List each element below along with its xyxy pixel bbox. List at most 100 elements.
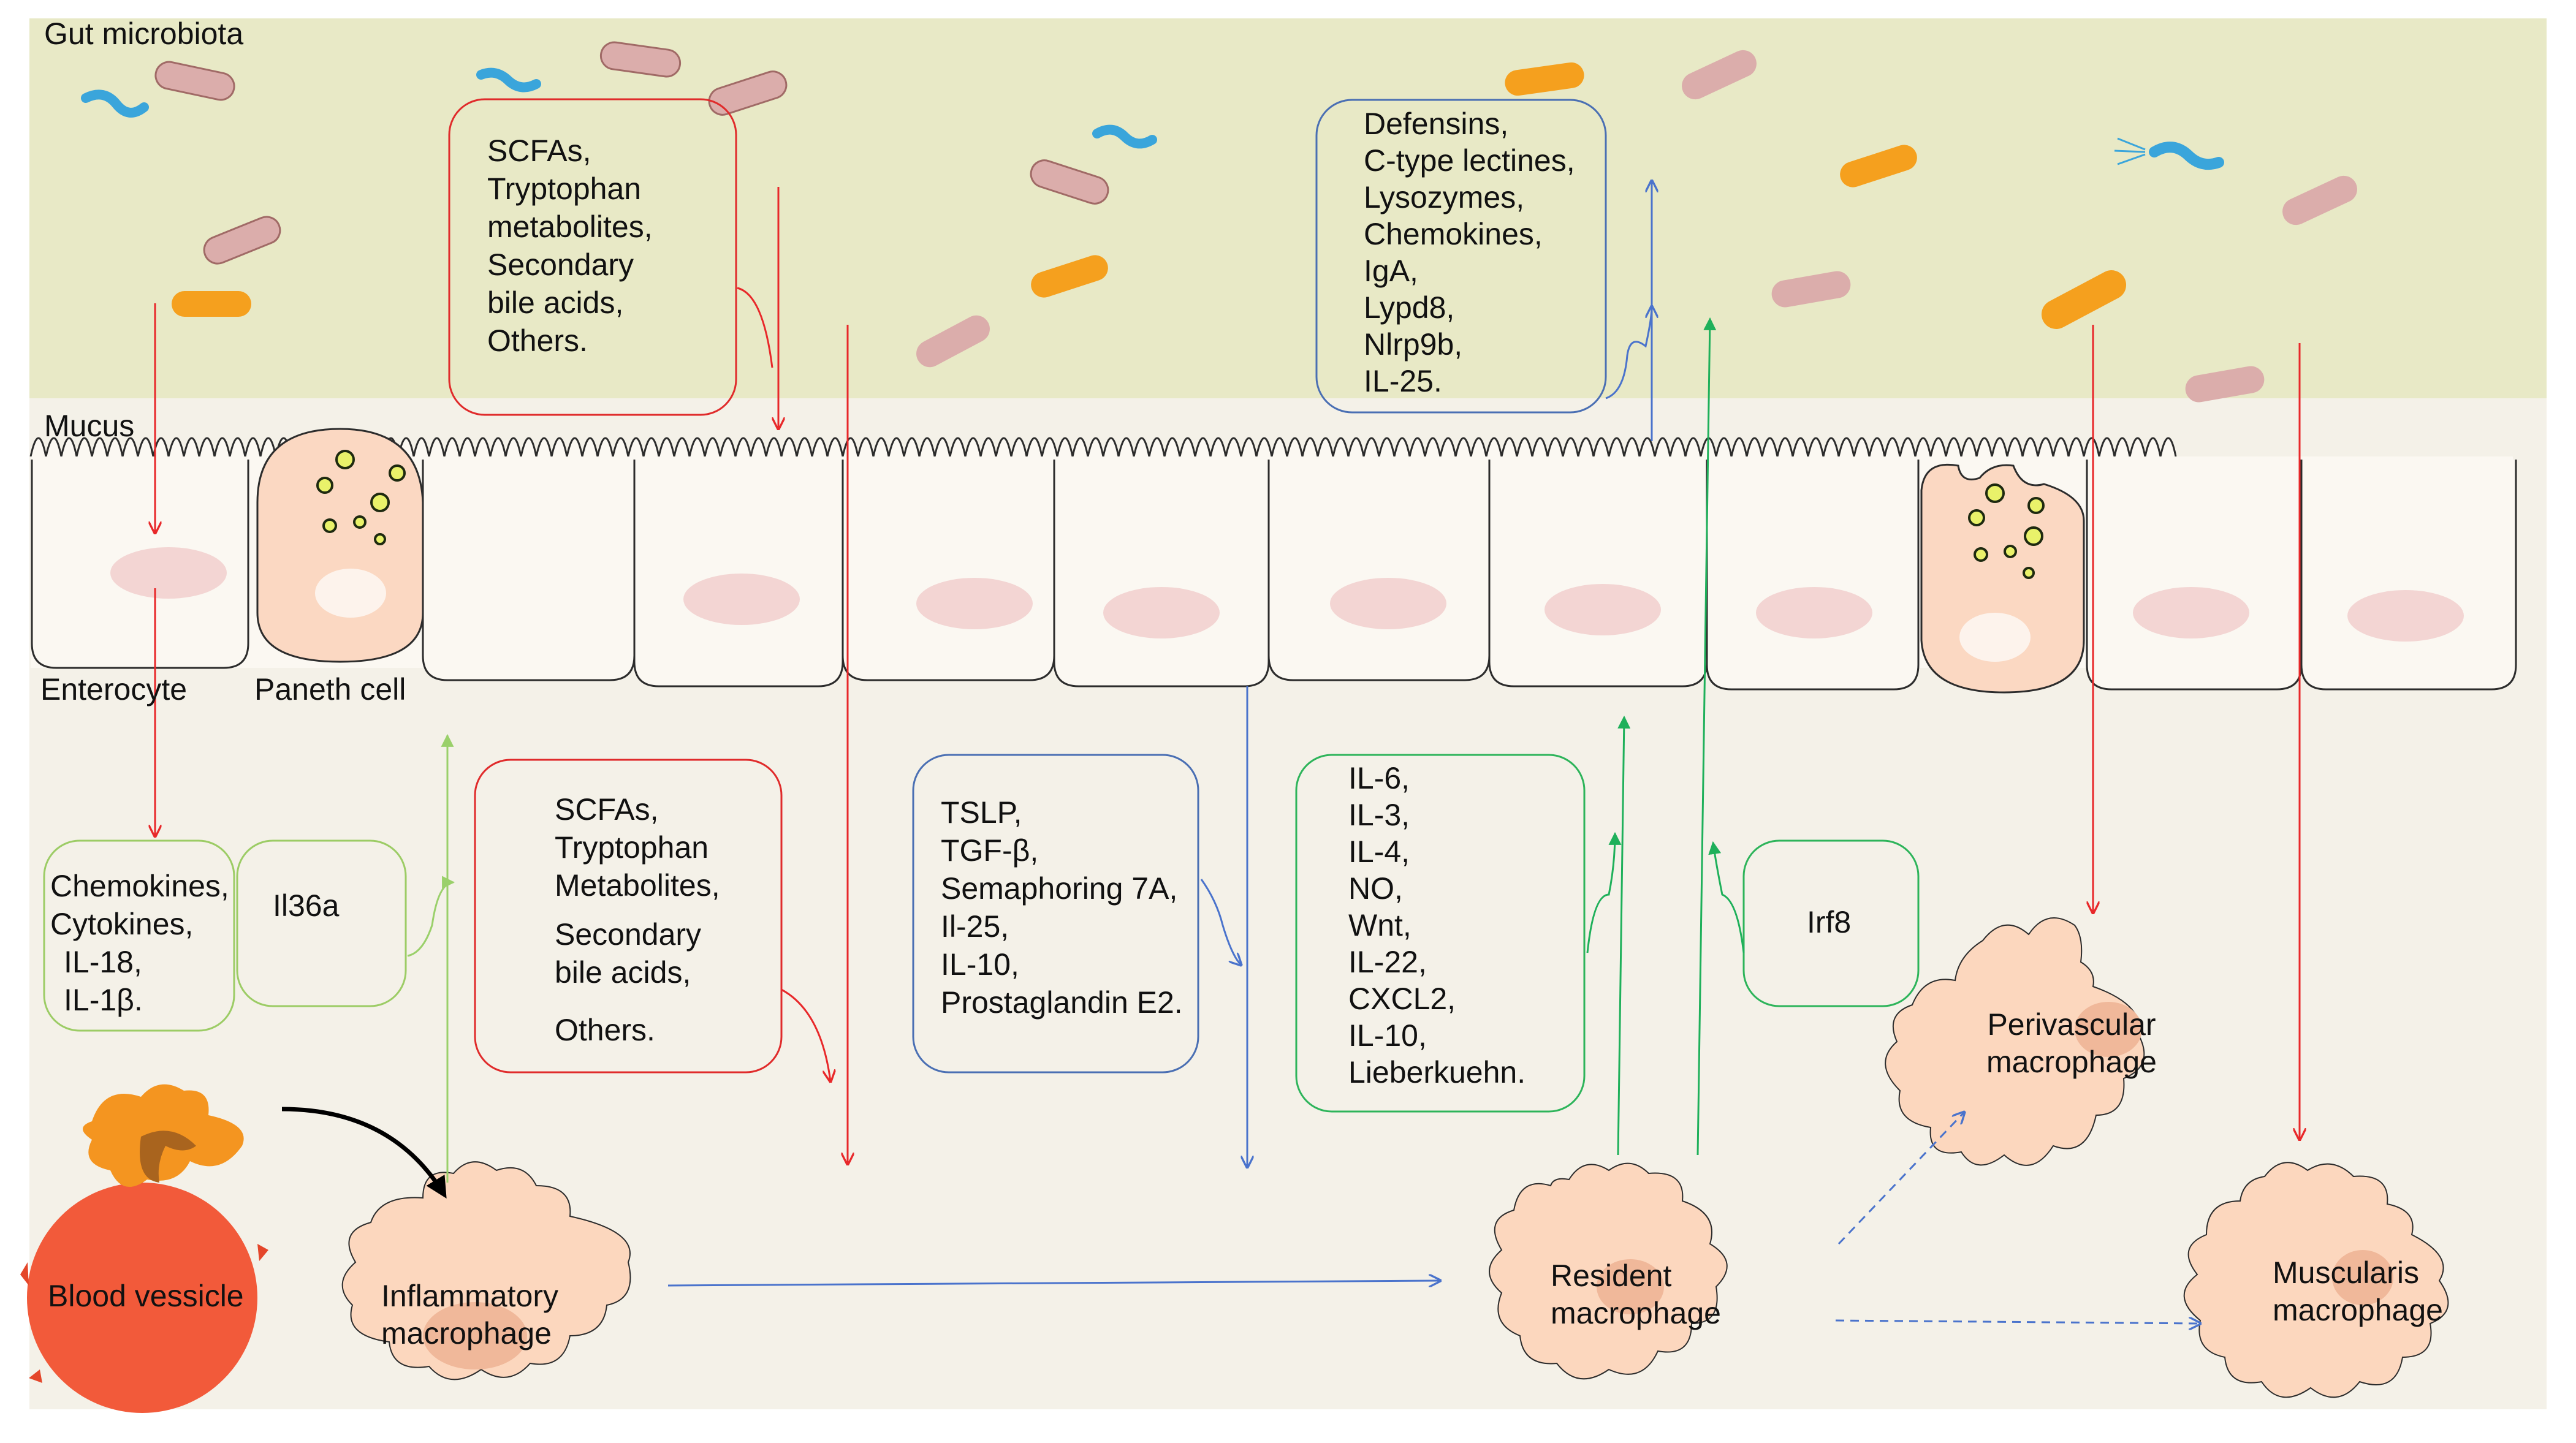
red-arrow (737, 287, 773, 368)
granules (1968, 483, 2045, 579)
bacterium-pink (708, 70, 788, 116)
list-item: CXCL2, (1348, 982, 1456, 1016)
enterocyte (2300, 460, 2517, 691)
list-item: Chemokines, (50, 869, 229, 903)
label-line: macrophage (1551, 1296, 1721, 1330)
label-line: macrophage (2273, 1293, 2443, 1327)
nucleus (1544, 584, 1661, 635)
list-item: Nlrp9b, (1364, 327, 1463, 362)
bacteria-group (81, 41, 2357, 403)
list-item: Chemokines, (1364, 217, 1543, 251)
enterocyte (1706, 460, 1920, 691)
list-item: NO, (1348, 871, 1403, 906)
enterocyte (842, 460, 1055, 681)
nucleus (1756, 587, 1872, 638)
list-item: Semaphoring 7A, (941, 871, 1178, 906)
bacterium-pink (1682, 50, 1757, 100)
enterocyte (422, 460, 636, 681)
label-inflammatory-macrophage: Inflammatory macrophage (381, 1278, 558, 1352)
list-item: Tryptophan (487, 172, 642, 206)
box-chemokines-cytokines (43, 839, 235, 1032)
bacterium-orange (172, 291, 251, 317)
red-arrow (781, 988, 830, 1081)
label-line: Muscularis (2273, 1256, 2419, 1290)
list-item: Lypd8, (1364, 290, 1455, 325)
label-blood-vessicle: Blood vessicle (48, 1279, 244, 1313)
enterocyte (1267, 460, 1491, 681)
list-macrophage-signals: IL-6, IL-3, IL-4, NO, Wnt, IL-22, CXCL2,… (1348, 760, 1525, 1091)
dark-green-arrow (1586, 831, 1622, 953)
nucleus (1330, 578, 1446, 629)
label-paneth-cell: Paneth cell (254, 672, 406, 706)
list-item: IL-10, (1348, 1018, 1427, 1053)
list-item: IL-6, (1348, 761, 1410, 795)
box-il36a (236, 839, 407, 1007)
label-il36a: Il36a (273, 888, 340, 923)
list-item: Others. (487, 324, 588, 358)
flagella (2114, 137, 2146, 165)
list-item: bile acids, (555, 955, 691, 990)
list-item: SCFAs, (487, 134, 591, 168)
macrophage-shapes (341, 917, 2449, 1398)
label-gut-microbiota: Gut microbiota (44, 17, 244, 51)
list-item: Secondary (487, 248, 634, 282)
list-item: IL-22, (1348, 945, 1427, 979)
blue-arrow (1200, 879, 1241, 965)
lumen-region (29, 18, 2547, 398)
list-item: TGF-β, (941, 833, 1039, 868)
dark-green-arrow (1696, 317, 1717, 1156)
list-item: Defensins, (1364, 107, 1509, 141)
label-enterocyte: Enterocyte (40, 672, 188, 706)
blue-dashed-arrow (1837, 1112, 1964, 1245)
list-item: Lieberkuehn. (1348, 1055, 1526, 1089)
label-resident-macrophage: Resident macrophage (1551, 1257, 1721, 1332)
label-mucus: Mucus (44, 409, 135, 443)
list-item: IL-1β. (64, 983, 143, 1017)
bacterium-pink (1771, 271, 1851, 308)
blood-vessel (20, 1084, 268, 1413)
list-item: Tryptophan (555, 830, 709, 865)
list-item: Il-25, (941, 909, 1009, 944)
list-item: Lysozymes, (1364, 180, 1525, 214)
list-item: IL-3, (1348, 798, 1410, 832)
bacterium-blue (81, 89, 149, 118)
black-arrow (281, 1107, 447, 1199)
nucleus (683, 574, 800, 625)
bacterium-pink (154, 61, 235, 101)
label-line: Perivascular (1987, 1007, 2156, 1042)
bacterium-orange (2041, 270, 2127, 329)
list-item: IgA, (1364, 254, 1418, 288)
box-irf8 (1742, 839, 1920, 1007)
nucleus (110, 547, 227, 599)
bacterium-blue (1092, 124, 1157, 149)
platelet-core (140, 1131, 196, 1183)
list-item: bile acids, (487, 286, 624, 320)
bacterium-orange (1505, 62, 1584, 96)
list-item: IL-18, (64, 945, 142, 979)
list-item: SCFAs, (555, 792, 659, 827)
muscularis-macrophage-shape (2183, 1162, 2449, 1398)
label-line: macrophage (381, 1316, 552, 1350)
bacterium-blue (476, 67, 541, 93)
list-item: IL-4, (1348, 835, 1410, 869)
list-item: IL-10, (941, 947, 1019, 982)
enterocyte (2086, 460, 2303, 691)
list-item: Others. (555, 1013, 655, 1047)
box-lumen-metabolites (448, 98, 737, 416)
label-perivascular-macrophage: Perivascular macrophage (1949, 1006, 2194, 1081)
perivascular-macrophage-shape (1885, 917, 2145, 1166)
bacterium-pink (2282, 175, 2357, 225)
bacterium-pink (599, 41, 682, 78)
label-muscularis-macrophage: Muscularis macrophage (2273, 1254, 2443, 1329)
bacterium-pink (1030, 159, 1109, 205)
list-item: Metabolites, (555, 868, 720, 903)
light-green-arrow (407, 876, 455, 957)
inflammatory-macrophage-shape (341, 1161, 631, 1381)
bacterium-pink (203, 216, 281, 265)
list-lumen-metabolites: SCFAs, Tryptophan metabolites, Secondary… (487, 132, 653, 360)
list-chemokines-cytokines: Chemokines, Cytokines, IL-18, IL-1β. (50, 867, 229, 1019)
enterocyte (633, 460, 844, 687)
box-macrophage-signals (1295, 754, 1586, 1113)
list-item: Cytokines, (50, 907, 194, 941)
nucleus (2347, 590, 2464, 642)
